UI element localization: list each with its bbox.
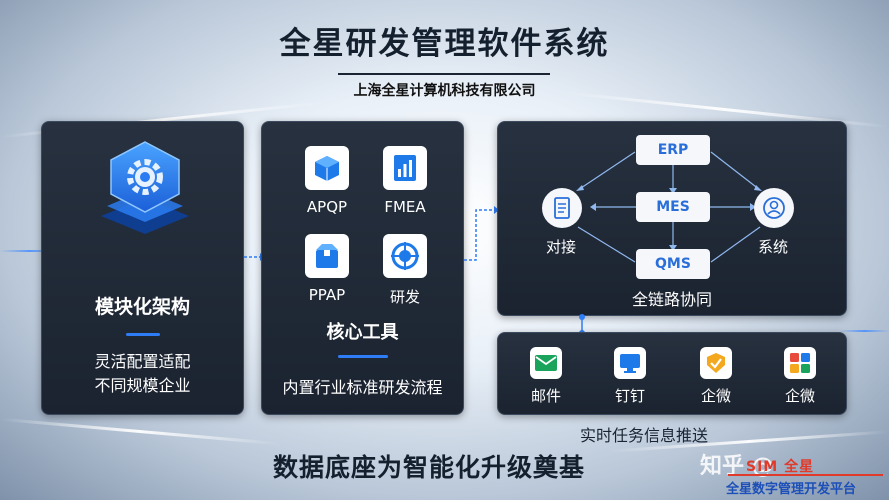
- tool-label: FMEA: [384, 198, 426, 216]
- bg-streak: [840, 330, 889, 332]
- modular-architecture-panel: 模块化架构 灵活配置适配 不同规模企业: [41, 121, 244, 415]
- node-label-system: 系统: [758, 238, 789, 256]
- system-erp[interactable]: ERP: [636, 135, 710, 165]
- tool-rd[interactable]: 研发: [370, 234, 440, 307]
- panel-desc-line2: 不同规模企业: [94, 376, 191, 395]
- panel-desc-line1: 灵活配置适配: [94, 352, 191, 371]
- bg-streak: [0, 417, 280, 446]
- title-divider: [338, 73, 550, 75]
- tool-label: PPAP: [308, 286, 346, 304]
- tool-apqp[interactable]: APQP: [292, 146, 362, 216]
- app-dingtalk[interactable]: 钉钉: [600, 347, 660, 406]
- panel-caption: 全链路协同: [631, 290, 712, 309]
- push-caption: 实时任务信息推送: [580, 426, 709, 445]
- app-label: 邮件: [530, 387, 561, 405]
- company-name: 上海全星计算机科技有限公司: [353, 83, 536, 99]
- bg-streak: [0, 250, 60, 252]
- flow-arrows: [576, 151, 762, 263]
- system-mes[interactable]: MES: [636, 192, 710, 222]
- app-mail[interactable]: 邮件: [516, 347, 576, 406]
- document-icon: [542, 188, 582, 228]
- panel-desc: 内置行业标准研发流程: [282, 378, 443, 397]
- mail-icon: [530, 347, 562, 379]
- page-title: 全星研发管理软件系统: [279, 26, 610, 62]
- tool-label: 研发: [389, 288, 420, 306]
- accent-bar: [126, 333, 160, 336]
- app-wecom-grid[interactable]: 企微: [770, 347, 830, 406]
- logo-underline: [728, 474, 883, 476]
- app-label: 企微: [700, 387, 731, 405]
- notification-apps-panel: 邮件 钉钉 企微 企微: [497, 332, 847, 415]
- system-qms[interactable]: QMS: [636, 249, 710, 279]
- target-icon: [383, 234, 427, 278]
- logo-top-text: SIM 全星: [746, 459, 815, 475]
- app-grid-icon: [784, 347, 816, 379]
- slogan: 数据底座为智能化升级奠基: [273, 453, 586, 482]
- tool-ppap[interactable]: PPAP: [292, 234, 362, 304]
- monitor-icon: [614, 347, 646, 379]
- app-label: 钉钉: [614, 387, 645, 405]
- wecom-icon: [700, 347, 732, 379]
- app-wecom[interactable]: 企微: [686, 347, 746, 406]
- node-label-connect: 对接: [546, 238, 577, 256]
- tool-label: APQP: [306, 198, 348, 216]
- gear-chip-icon: [97, 136, 193, 246]
- core-tools-panel: APQP FMEA PPAP 研发 核心工具 内置行业标准研发流程: [261, 121, 464, 415]
- logo-bottom-text: 全星数字管理开发平台: [726, 482, 857, 497]
- panel-title: 核心工具: [326, 322, 399, 343]
- tool-fmea[interactable]: FMEA: [370, 146, 440, 216]
- accent-bar: [338, 355, 388, 358]
- bar-chart-doc-icon: [383, 146, 427, 190]
- system-icon: [754, 188, 794, 228]
- connector-arrow: [464, 206, 499, 261]
- cube-icon: [305, 146, 349, 190]
- brand-logo: SIM 全星 全星数字管理开发平台: [720, 452, 889, 500]
- app-label: 企微: [784, 387, 815, 405]
- panel-title: 模块化架构: [94, 296, 190, 318]
- box-icon: [305, 234, 349, 278]
- integration-panel: ERP MES QMS 对接 系统 全链路协同: [497, 121, 847, 316]
